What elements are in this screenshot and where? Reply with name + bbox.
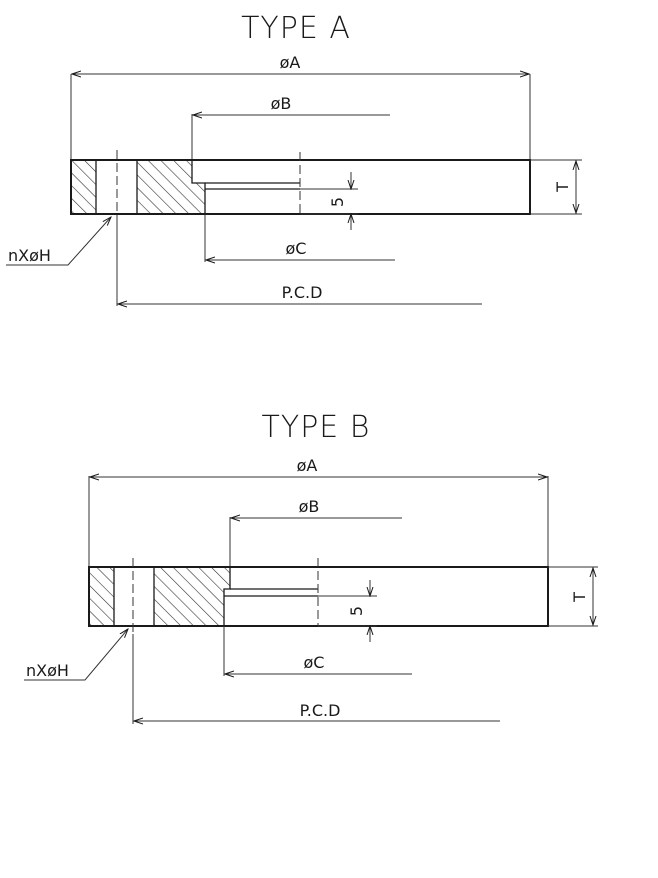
type-a-holes-label: nXøH bbox=[8, 246, 51, 265]
type-b-title: TYPE B bbox=[262, 410, 371, 445]
type-a-dim-pcd: P.C.D bbox=[116, 222, 482, 306]
type-a-dim-5-label: 5 bbox=[328, 197, 347, 207]
type-b-dim-b: øB bbox=[229, 497, 402, 567]
type-a-dim-c-label: øC bbox=[286, 239, 307, 258]
type-b-dim-c: øC bbox=[223, 626, 412, 676]
type-a-dim-b: øB bbox=[191, 94, 390, 183]
type-a-holes-leader: nXøH bbox=[6, 217, 111, 266]
type-b-dim-a: øA bbox=[88, 456, 549, 567]
type-b-holes-label: nXøH bbox=[26, 661, 69, 680]
type-a-flange-section bbox=[70, 150, 531, 222]
type-b-dim-t-label: T bbox=[570, 592, 589, 603]
type-a-dim-a-label: øA bbox=[280, 53, 301, 72]
type-a-title: TYPE A bbox=[241, 11, 351, 46]
type-b-dim-b-label: øB bbox=[299, 497, 320, 516]
type-a-dim-t-label: T bbox=[553, 182, 572, 193]
type-b-drawing: TYPE B øA øB bbox=[24, 410, 598, 724]
type-a-dim-b-label: øB bbox=[271, 94, 292, 113]
type-a-dim-c: øC bbox=[204, 214, 395, 262]
type-b-dim-pcd: P.C.D bbox=[132, 634, 500, 724]
type-b-dim-a-label: øA bbox=[297, 456, 318, 475]
type-a-dim-5: 5 bbox=[300, 172, 358, 230]
type-b-dim-pcd-label: P.C.D bbox=[300, 701, 341, 720]
type-b-dim-c-label: øC bbox=[304, 653, 325, 672]
type-a-drawing: TYPE A øA øB bbox=[6, 11, 582, 306]
type-b-holes-leader: nXøH bbox=[24, 629, 128, 681]
type-b-dim-5: 5 bbox=[318, 580, 377, 642]
type-a-dim-a: øA bbox=[70, 53, 531, 160]
type-b-dim-5-label: 5 bbox=[347, 606, 366, 616]
type-a-dim-t: T bbox=[530, 159, 582, 215]
type-a-dim-pcd-label: P.C.D bbox=[282, 283, 323, 302]
type-b-dim-t: T bbox=[548, 566, 598, 627]
